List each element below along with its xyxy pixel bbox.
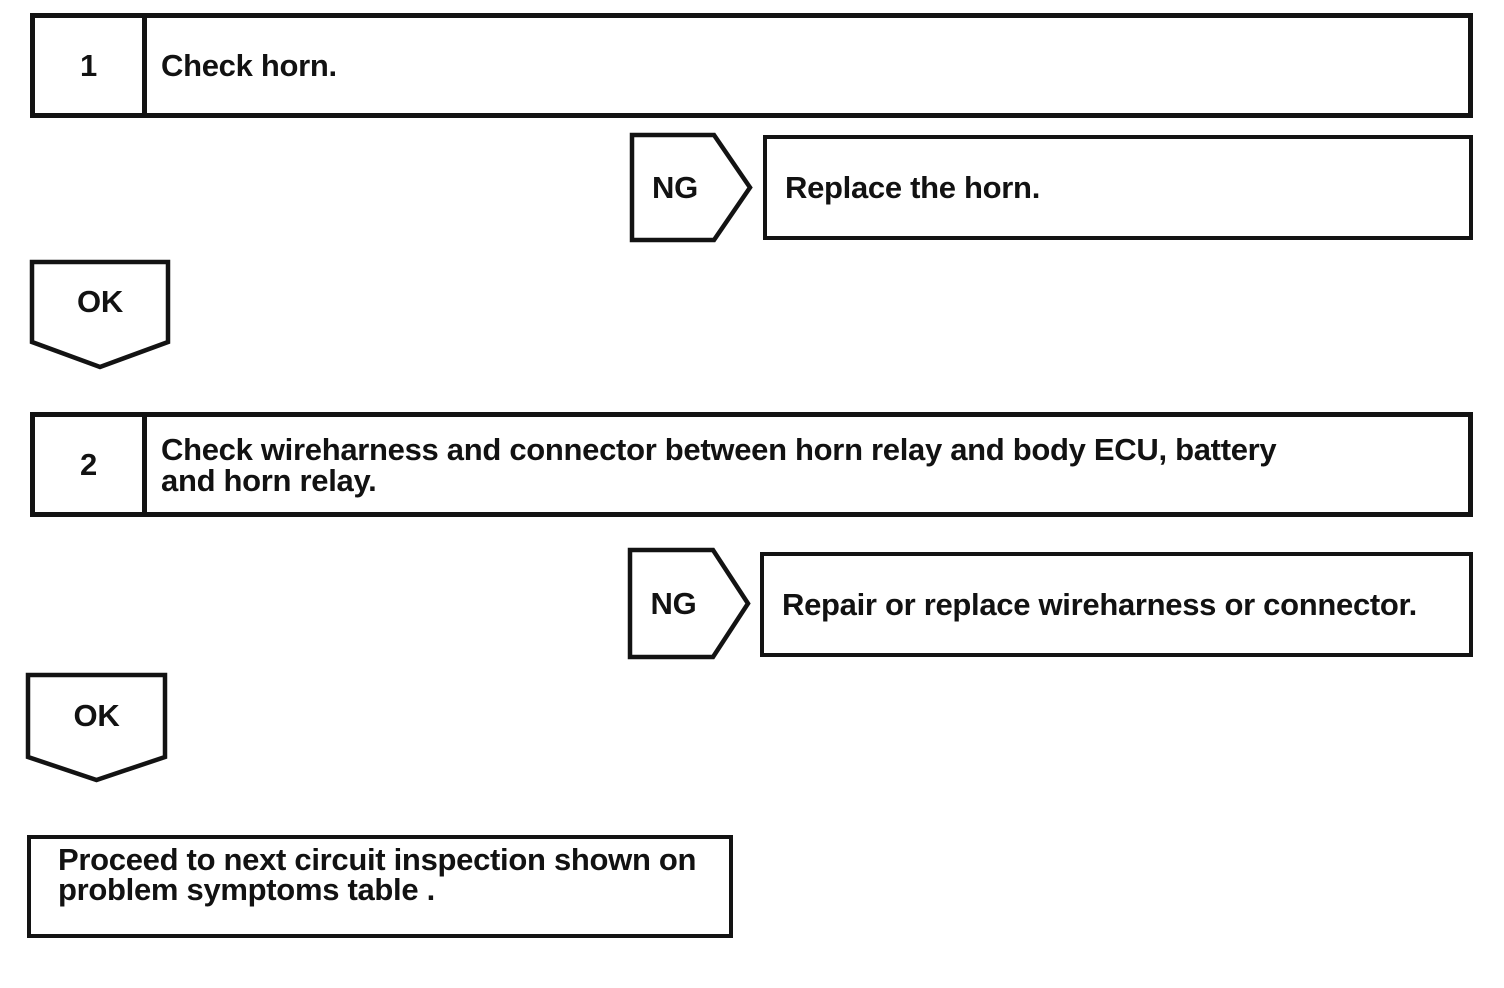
step-1-instruction: Check horn. [147, 18, 1468, 113]
ng-2-label: NG [650, 585, 697, 621]
step-2-number: 2 [35, 417, 147, 512]
ng-arrow-2-icon [627, 547, 751, 660]
ok-arrow-2-shape [25, 672, 168, 783]
terminal-text-line-1: Proceed to next circuit inspection shown… [58, 842, 697, 877]
step-2-box: 2 Check wireharness and connector betwee… [30, 412, 1473, 517]
ng-2-result-text: Repair or replace wireharness or connect… [782, 587, 1417, 622]
terminal-text-line-2: problem symptoms table . [58, 872, 435, 907]
ng-1-label: NG [652, 169, 698, 205]
ng-1-result-box: Replace the horn. [763, 135, 1473, 240]
ok-arrow-1-icon [29, 259, 171, 370]
step-1-number: 1 [35, 18, 147, 113]
step-2-instruction: Check wireharness and connector between … [147, 417, 1468, 512]
step-1-box: 1 Check horn. [30, 13, 1473, 118]
ok-arrow-1-shape [29, 259, 171, 370]
ng-arrow-1-icon [629, 132, 753, 243]
ok-arrow-2-icon [25, 672, 168, 783]
terminal-box: Proceed to next circuit inspection shown… [27, 835, 733, 938]
step-1-instruction-line-1: Check horn. [161, 48, 337, 83]
ng-arrow-1-shape [629, 132, 753, 243]
step-2-instruction-line-2: and horn relay. [161, 462, 377, 498]
ng-1-result-text: Replace the horn. [785, 170, 1041, 205]
ok-1-label: OK [77, 284, 123, 319]
step-2-instruction-line-1: Check wireharness and connector between … [161, 431, 1277, 467]
ng-2-result-box: Repair or replace wireharness or connect… [760, 552, 1473, 657]
ng-arrow-2-shape [627, 547, 751, 660]
ok-2-label: OK [73, 698, 120, 733]
